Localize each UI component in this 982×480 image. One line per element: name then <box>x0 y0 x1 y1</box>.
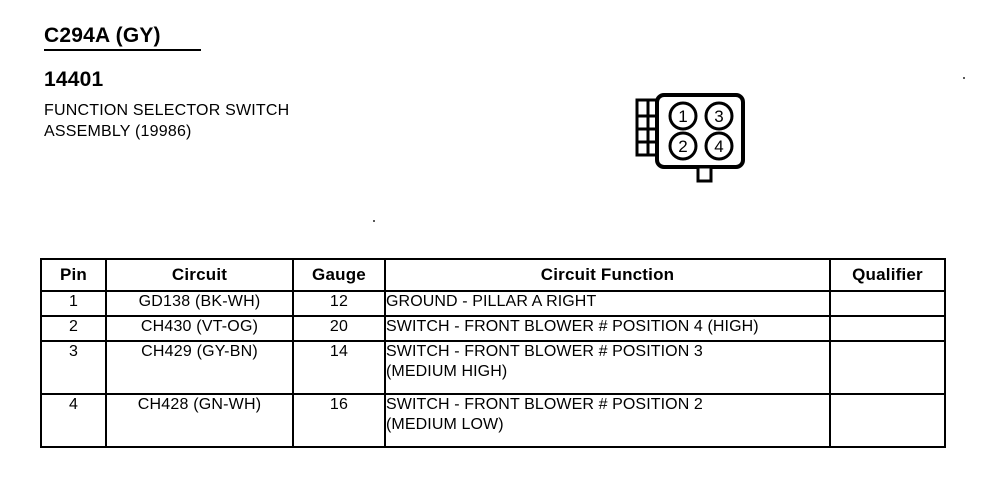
cell-circuit: CH428 (GN-WH) <box>105 393 294 448</box>
column-header-function: Circuit Function <box>384 258 831 292</box>
connector-pin-1-label: 1 <box>678 107 687 126</box>
scan-artifact-speck <box>963 77 965 79</box>
table-row: 3 CH429 (GY-BN) 14 SWITCH - FRONT BLOWER… <box>40 340 946 395</box>
connector-id-title: C294A (GY) <box>44 24 161 47</box>
connector-pin-4-label: 4 <box>714 137 723 156</box>
cell-pin: 1 <box>40 290 107 317</box>
column-header-qualifier: Qualifier <box>829 258 946 292</box>
column-header-circuit: Circuit <box>105 258 294 292</box>
cell-circuit: CH429 (GY-BN) <box>105 340 294 395</box>
connector-body <box>655 93 745 169</box>
cell-qualifier <box>829 393 946 448</box>
scan-artifact-speck <box>373 220 375 222</box>
part-number: 14401 <box>44 68 104 91</box>
table-row: 1 GD138 (BK-WH) 12 GROUND - PILLAR A RIG… <box>40 290 946 317</box>
cell-gauge: 14 <box>292 340 386 395</box>
connector-tab <box>696 165 713 183</box>
connector-pin-3-label: 3 <box>714 107 723 126</box>
connector-pin-3: 3 <box>704 101 734 131</box>
cell-gauge: 12 <box>292 290 386 317</box>
part-name-line-1: FUNCTION SELECTOR SWITCH <box>44 102 290 119</box>
table-row: 2 CH430 (VT-OG) 20 SWITCH - FRONT BLOWER… <box>40 315 946 342</box>
cell-gauge: 20 <box>292 315 386 342</box>
cell-qualifier <box>829 315 946 342</box>
column-header-pin: Pin <box>40 258 107 292</box>
cell-circuit: GD138 (BK-WH) <box>105 290 294 317</box>
cell-qualifier <box>829 290 946 317</box>
cell-pin: 2 <box>40 315 107 342</box>
part-name-line-2: ASSEMBLY (19986) <box>44 123 192 140</box>
column-header-gauge: Gauge <box>292 258 386 292</box>
cell-function: SWITCH - FRONT BLOWER # POSITION 4 (HIGH… <box>384 315 831 342</box>
table-row: 4 CH428 (GN-WH) 16 SWITCH - FRONT BLOWER… <box>40 393 946 448</box>
cell-function: SWITCH - FRONT BLOWER # POSITION 2 (MEDI… <box>384 393 831 448</box>
connector-diagram: 1 3 2 4 <box>635 93 745 183</box>
table-header-row: Pin Circuit Gauge Circuit Function Quali… <box>40 258 946 292</box>
connector-pin-1: 1 <box>668 101 698 131</box>
cell-function: GROUND - PILLAR A RIGHT <box>384 290 831 317</box>
cell-function: SWITCH - FRONT BLOWER # POSITION 3 (MEDI… <box>384 340 831 395</box>
connector-pin-2: 2 <box>668 131 698 161</box>
connector-pin-2-label: 2 <box>678 137 687 156</box>
cell-qualifier <box>829 340 946 395</box>
connector-id-underline <box>44 49 201 51</box>
cell-pin: 4 <box>40 393 107 448</box>
cell-pin: 3 <box>40 340 107 395</box>
cell-circuit: CH430 (VT-OG) <box>105 315 294 342</box>
connector-pin-4: 4 <box>704 131 734 161</box>
pinout-table: Pin Circuit Gauge Circuit Function Quali… <box>40 258 946 448</box>
cell-gauge: 16 <box>292 393 386 448</box>
